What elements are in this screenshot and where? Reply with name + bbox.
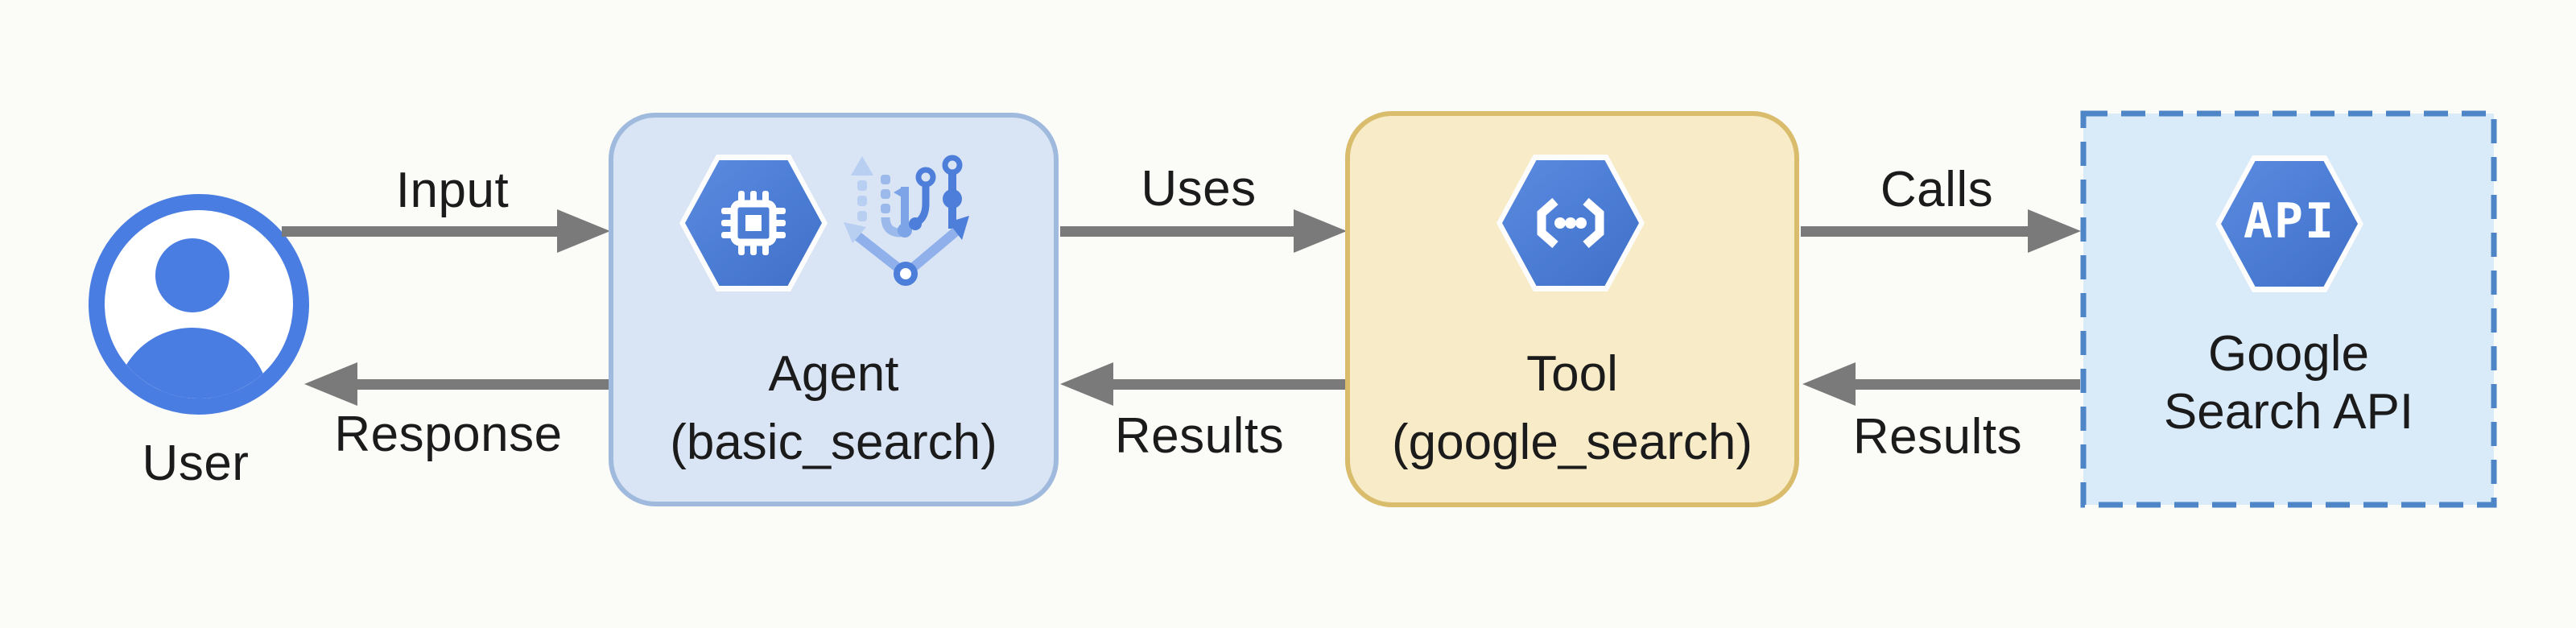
arrow-head-right-icon: [1294, 209, 1347, 253]
input-arrow-label: Input: [395, 163, 510, 218]
user-label: User: [142, 436, 250, 491]
uses-arrow-label: Uses: [1141, 161, 1257, 217]
arrow-shaft: [356, 379, 609, 390]
api-title-line2: Search API: [2163, 384, 2414, 440]
arrow-head-right-icon: [2028, 209, 2081, 253]
arrow-head-left-icon: [1802, 362, 1856, 406]
agent-title: Agent: [768, 346, 899, 402]
vertex-branch-icon: [844, 155, 969, 286]
agent-node-box: [609, 113, 1059, 506]
tool-subtitle: (google_search): [1391, 415, 1753, 470]
calls-arrow-label: Calls: [1880, 162, 1994, 217]
arrow-shaft: [1060, 226, 1296, 237]
results-tool-agent-label: Results: [1114, 408, 1285, 464]
ai-chip-hexagon-icon: [679, 155, 828, 291]
api-hexagon-icon: API: [2215, 155, 2363, 292]
api-title-line1: Google: [2208, 326, 2369, 382]
arrow-head-right-icon: [557, 209, 610, 253]
response-arrow-label: Response: [334, 407, 563, 462]
agent-subtitle: (basic_search): [670, 415, 997, 470]
user-icon: [89, 194, 309, 415]
api-hexagon-text: API: [2243, 193, 2336, 250]
arrow-shaft: [1854, 379, 2080, 390]
code-brackets-glyph: [1537, 197, 1604, 249]
user-head-shape: [155, 238, 229, 312]
cpu-chip-glyph: [721, 191, 786, 255]
tool-title: Tool: [1526, 346, 1618, 402]
arrow-head-left-icon: [1060, 362, 1113, 406]
arrow-shaft: [282, 226, 559, 237]
arrow-shaft: [1801, 226, 2030, 237]
arrow-shaft: [1112, 379, 1346, 390]
user-shoulders-shape: [115, 328, 270, 399]
results-api-tool-label: Results: [1852, 409, 2023, 465]
endpoints-hexagon-icon: [1496, 155, 1645, 291]
arrow-head-left-icon: [304, 362, 357, 406]
